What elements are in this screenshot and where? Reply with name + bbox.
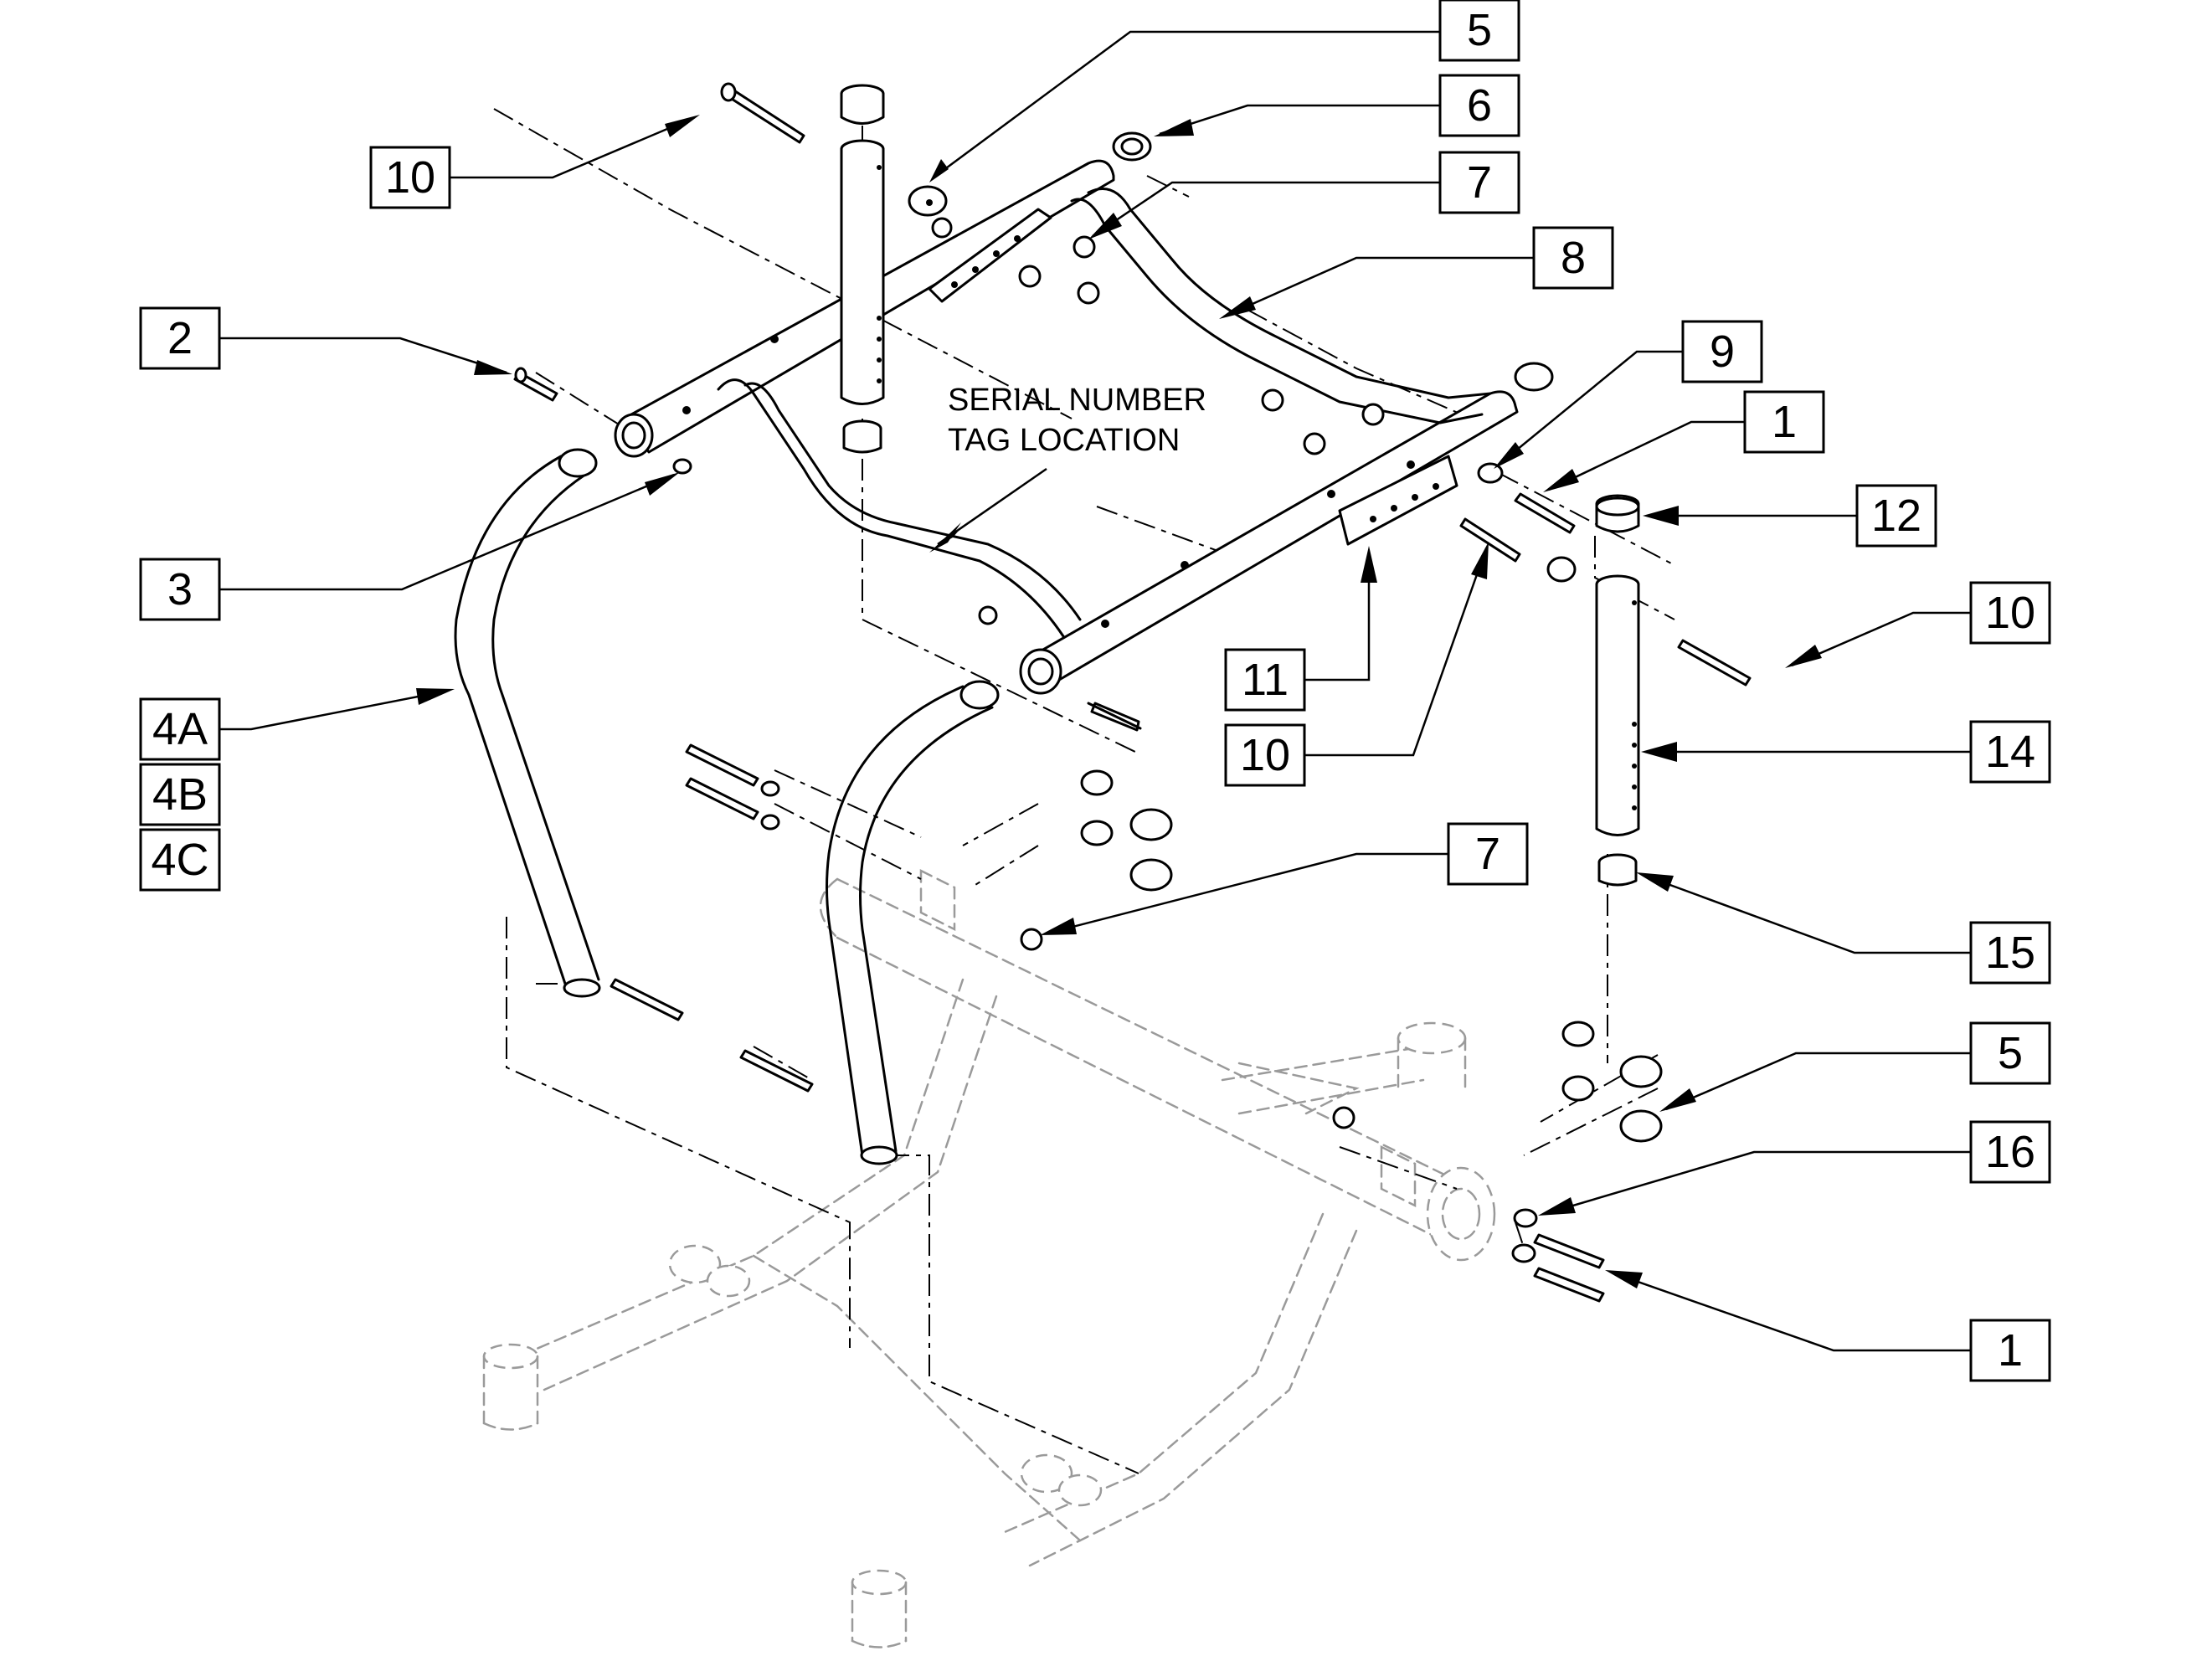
callout-label: 9 (1710, 327, 1735, 377)
callout-7-lower: 7 (1040, 822, 1529, 935)
callout-9: 9 (1494, 320, 1763, 469)
hardware (513, 82, 1752, 1303)
callout-15: 15 (1636, 872, 2051, 985)
callout-label: 5 (1467, 5, 1492, 55)
right-upright-post (1595, 494, 1640, 887)
callout-10-right: 10 (1785, 581, 2051, 668)
callout-10-middle: 10 (1224, 542, 1489, 787)
callout-5-lower: 5 (1659, 1021, 2051, 1112)
callout-label: 3 (167, 564, 193, 615)
assembly-centerlines (493, 108, 1675, 1474)
ghost-base-frame (482, 868, 1496, 1648)
callout-label: 7 (1475, 829, 1500, 879)
callout-12: 12 (1643, 484, 1937, 548)
callout-label: 15 (1985, 928, 2035, 978)
callout-label: 1 (1772, 397, 1797, 447)
callout-label: 5 (1998, 1028, 2023, 1078)
callout-label: 14 (1985, 727, 2035, 777)
callout-label: 4A (152, 704, 208, 754)
callout-label: 12 (1871, 491, 1921, 541)
callout-label: 11 (1242, 655, 1289, 705)
callout-label: 4C (151, 835, 208, 885)
callout-label: 4B (152, 769, 208, 820)
note-line-2: TAG LOCATION (948, 423, 1180, 458)
callout-8: 8 (1219, 226, 1614, 319)
left-upright-post (840, 84, 885, 454)
callout-5-top: 5 (929, 0, 1520, 183)
callout-label: 1 (1998, 1325, 2023, 1376)
note-line-1: SERIAL NUMBER (948, 383, 1206, 418)
callout-label: 2 (167, 313, 193, 363)
callout-14: 14 (1641, 720, 2051, 784)
callout-label: 10 (1985, 588, 2035, 638)
callout-label: 8 (1561, 233, 1586, 283)
callout-6: 6 (1154, 74, 1520, 137)
callout-label: 10 (1240, 730, 1290, 780)
callouts: 5 6 10 7 8 (139, 0, 2051, 1382)
serial-number-note: SERIAL NUMBER TAG LOCATION (929, 383, 1206, 553)
callout-3: 3 (139, 472, 680, 621)
callout-label: 7 (1467, 157, 1492, 208)
left-leg-tube (454, 448, 601, 998)
right-leg-tube (826, 680, 1000, 1165)
callout-4A: 4A (139, 688, 455, 761)
callout-4C: 4C (139, 828, 221, 892)
callout-1-upper: 1 (1543, 390, 1825, 492)
callout-11: 11 (1224, 546, 1377, 712)
callout-7-top: 7 (1088, 151, 1520, 239)
callout-label: 16 (1985, 1127, 2035, 1177)
callout-label: 10 (385, 152, 435, 203)
callout-10-top-left: 10 (369, 115, 700, 209)
callout-16: 16 (1538, 1120, 2051, 1216)
callout-2: 2 (139, 306, 512, 375)
callout-4B: 4B (139, 763, 221, 826)
callout-label: 6 (1467, 80, 1492, 131)
callout-1-lower: 1 (1605, 1270, 2051, 1382)
